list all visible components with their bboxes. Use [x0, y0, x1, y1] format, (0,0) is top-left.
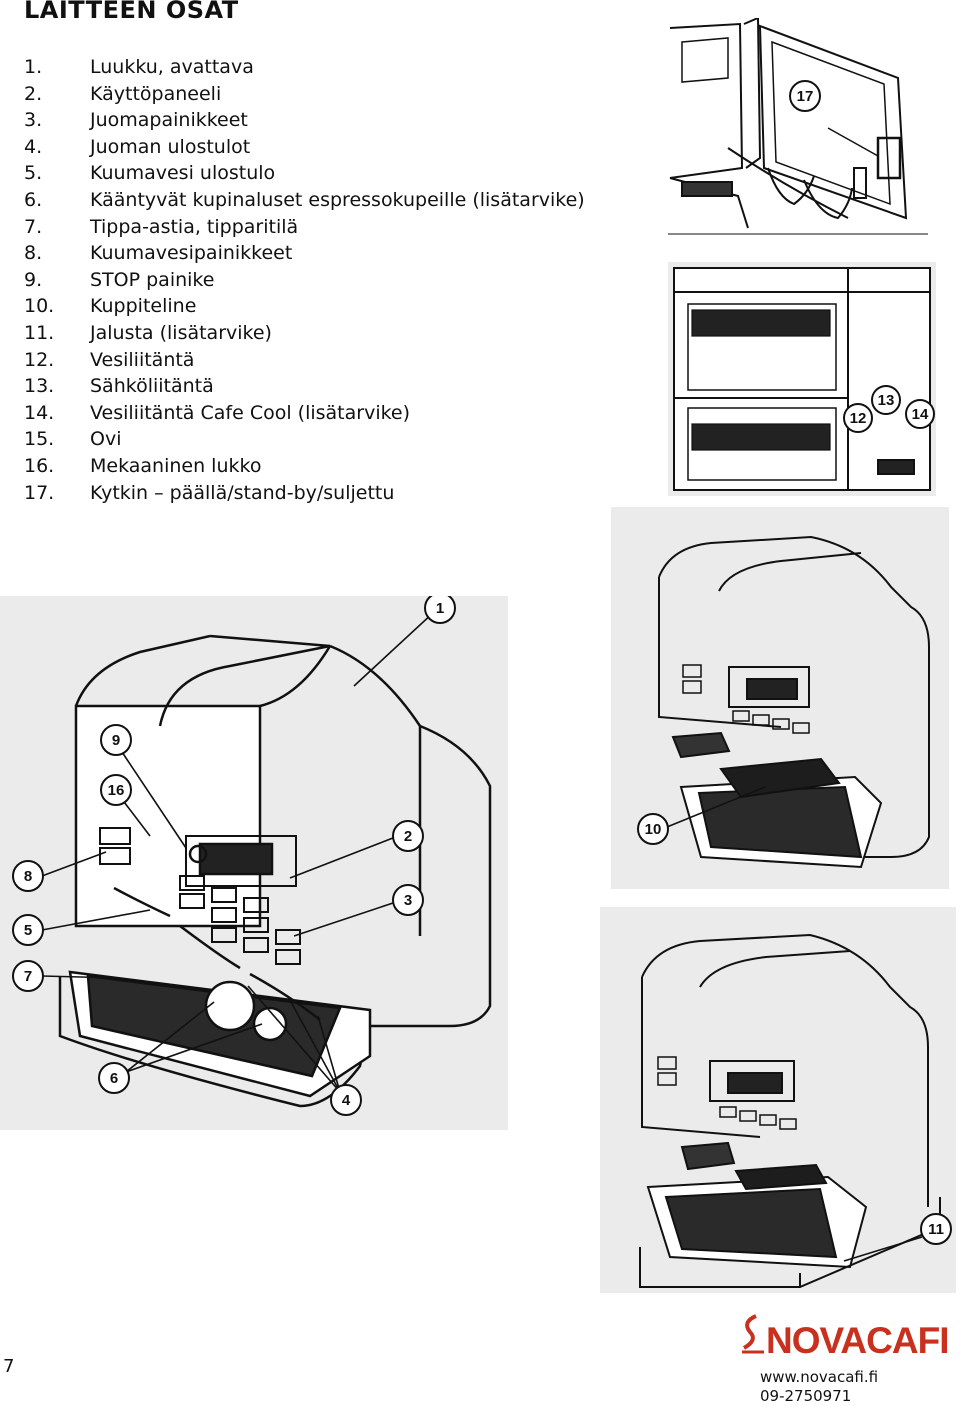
list-item: 8. Kuumavesipainikkeet	[24, 240, 585, 267]
part-number: 10.	[24, 295, 55, 318]
list-item: 1. Luukku, avattava	[24, 54, 585, 81]
list-item: 11. Jalusta (lisätarvike)	[24, 320, 585, 347]
part-number: 12.	[24, 348, 55, 371]
part-number: 9.	[24, 268, 43, 291]
page-title: LAITTEEN OSAT	[24, 0, 239, 24]
callout-label: 13	[878, 392, 895, 409]
parts-list: 1. Luukku, avattava 2. Käyttöpaneeli 3. Juo…	[24, 54, 585, 506]
callout-label: 11	[928, 1221, 944, 1238]
stand-figure: 11	[600, 907, 956, 1293]
part-label: Juoman ulostulot	[90, 135, 251, 158]
part-number: 5.	[24, 162, 43, 185]
cup-holder-figure: 10	[611, 507, 949, 889]
callout-label: 16	[108, 782, 125, 799]
callout-label: 10	[645, 821, 662, 838]
list-item: 3. Juomapainikkeet	[24, 107, 585, 134]
callout-label: 2	[404, 828, 412, 845]
part-label: Kytkin – päällä/stand-by/suljettu	[90, 481, 395, 504]
back-panel-figure: 12 13 14	[668, 262, 936, 496]
callout-label: 14	[912, 406, 929, 423]
list-item: 5. Kuumavesi ulostulo	[24, 160, 585, 187]
list-item: 13. Sähköliitäntä	[24, 373, 585, 400]
website-link[interactable]: www.novacafi.fi	[760, 1368, 879, 1386]
part-label: Kuumavesi ulostulo	[90, 162, 276, 185]
part-number: 14.	[24, 401, 55, 424]
part-number: 11.	[24, 321, 55, 344]
contact-info: www.novacafi.fi 09-2750971	[760, 1368, 878, 1406]
part-number: 3.	[24, 109, 43, 132]
callout-label: 5	[24, 922, 32, 939]
list-item: 7. Tippa-astia, tipparitilä	[24, 214, 585, 241]
part-label: STOP painike	[90, 268, 215, 291]
list-item: 9. STOP painike	[24, 267, 585, 294]
page-number: 7	[3, 1356, 15, 1377]
part-label: Vesiliitäntä Cafe Cool (lisätarvike)	[90, 401, 411, 424]
coffee-steam-icon	[742, 1314, 764, 1354]
door-interior-figure: 17	[668, 18, 928, 236]
part-number: 2.	[24, 82, 43, 105]
list-item: 2. Käyttöpaneeli	[24, 81, 585, 108]
callout-label: 3	[404, 892, 412, 909]
part-label: Juomapainikkeet	[90, 109, 248, 132]
callout-label: 7	[24, 968, 32, 985]
callout-label: 6	[110, 1070, 118, 1087]
part-number: 16.	[24, 454, 55, 477]
list-item: 16. Mekaaninen lukko	[24, 453, 585, 480]
part-label: Ovi	[90, 428, 122, 451]
callout-label: 4	[342, 1092, 351, 1109]
callout-label: 12	[850, 410, 867, 427]
list-item: 15. Ovi	[24, 426, 585, 453]
part-label: Vesiliitäntä	[90, 348, 195, 371]
part-number: 8.	[24, 242, 43, 265]
part-label: Jalusta (lisätarvike)	[90, 321, 272, 344]
part-number: 1.	[24, 56, 43, 78]
list-item: 17. Kytkin – päällä/stand-by/suljettu	[24, 480, 585, 507]
part-label: Kuppiteline	[90, 295, 197, 318]
list-item: 6. Kääntyvät kupinaluset espressokupeille…	[24, 187, 585, 214]
main-machine-figure: 1 2 3 4 5 6 7 8 9 16	[0, 596, 508, 1130]
part-label: Sähköliitäntä	[90, 375, 214, 398]
brand-name: NOVACAFI	[766, 1320, 949, 1361]
list-item: 4. Juoman ulostulot	[24, 134, 585, 161]
part-number: 4.	[24, 135, 43, 158]
callout-label: 1	[436, 600, 444, 617]
part-number: 7.	[24, 215, 43, 238]
part-label: Kuumavesipainikkeet	[90, 242, 293, 265]
part-label: Luukku, avattava	[90, 56, 254, 78]
part-label: Käyttöpaneeli	[90, 82, 222, 105]
part-number: 6.	[24, 188, 43, 211]
part-number: 13.	[24, 375, 55, 398]
callout-label: 17	[797, 88, 814, 105]
part-number: 17.	[24, 481, 55, 504]
list-item: 12. Vesiliitäntä	[24, 347, 585, 374]
brand-logo: NOVACAFI	[736, 1312, 949, 1372]
list-item: 14. Vesiliitäntä Cafe Cool (lisätarvike)	[24, 400, 585, 427]
callout-label: 8	[24, 868, 32, 885]
list-item: 10. Kuppiteline	[24, 293, 585, 320]
part-number: 15.	[24, 428, 55, 451]
callout-label: 9	[112, 732, 120, 749]
phone-number: 09-2750971	[760, 1387, 852, 1405]
part-label: Tippa-astia, tipparitilä	[90, 215, 299, 238]
part-label: Mekaaninen lukko	[90, 454, 262, 477]
part-label: Kääntyvät kupinaluset espressokupeille (…	[90, 188, 585, 211]
